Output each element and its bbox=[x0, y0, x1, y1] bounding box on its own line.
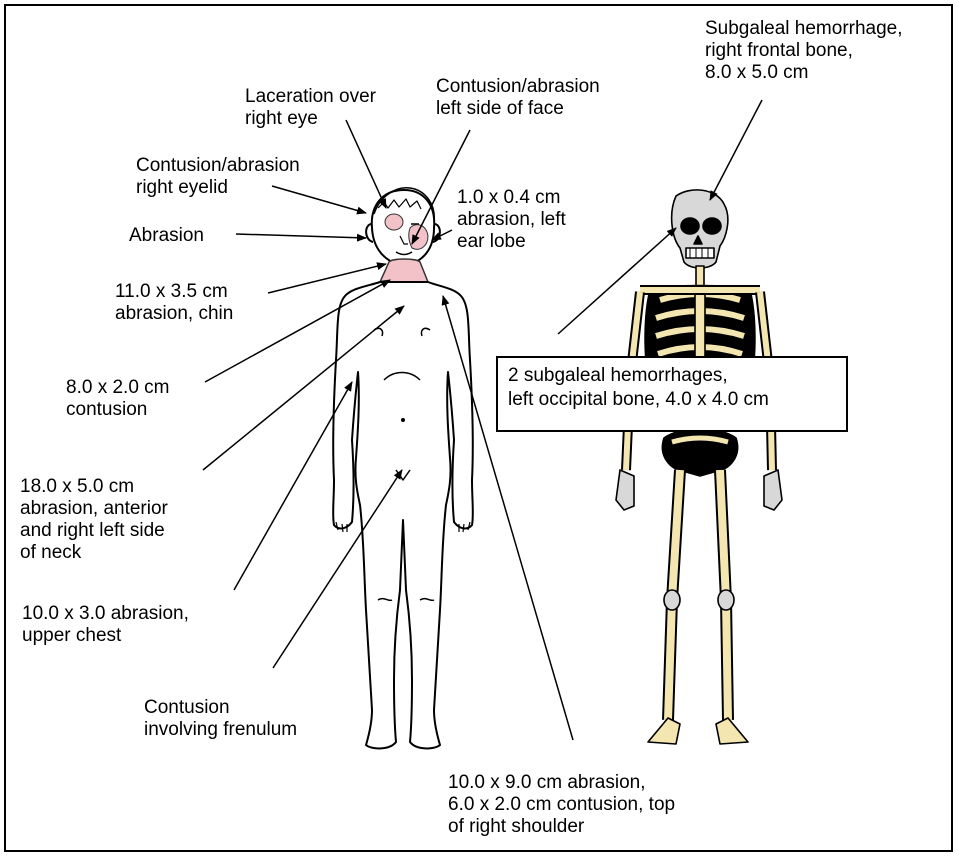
pointer-ear-lobe bbox=[432, 230, 452, 240]
label-ear-lobe: 1.0 x 0.4 cm abrasion, left ear lobe bbox=[457, 187, 566, 253]
label-upper-chest: 10.0 x 3.0 abrasion, upper chest bbox=[22, 603, 189, 647]
label-right-eyelid: Contusion/abrasion right eyelid bbox=[136, 155, 300, 199]
right-eye-injury-mark bbox=[385, 214, 403, 230]
skeleton-figure bbox=[616, 190, 782, 744]
label-left-face: Contusion/abrasion left side of face bbox=[436, 76, 600, 120]
label-chin: 11.0 x 3.5 cm abrasion, chin bbox=[115, 281, 233, 325]
label-frontal: Subgaleal hemorrhage, right frontal bone… bbox=[705, 18, 903, 84]
label-occipital-box: 2 subgaleal hemorrhages, left occipital … bbox=[496, 356, 848, 432]
left-face-injury-mark bbox=[409, 225, 428, 250]
pointer-laceration-right-eye bbox=[346, 120, 386, 208]
label-contusion-8x2: 8.0 x 2.0 cm contusion bbox=[66, 377, 170, 421]
label-neck: 18.0 x 5.0 cm abrasion, anterior and rig… bbox=[20, 476, 168, 564]
label-frenulum: Contusion involving frenulum bbox=[144, 697, 297, 741]
label-laceration-right-eye: Laceration over right eye bbox=[245, 86, 376, 130]
label-shoulder: 10.0 x 9.0 cm abrasion, 6.0 x 2.0 cm con… bbox=[448, 772, 675, 838]
pointer-abrasion bbox=[236, 234, 366, 238]
label-abrasion: Abrasion bbox=[129, 225, 204, 247]
pointer-frontal bbox=[710, 100, 762, 200]
child-torso bbox=[333, 282, 473, 748]
